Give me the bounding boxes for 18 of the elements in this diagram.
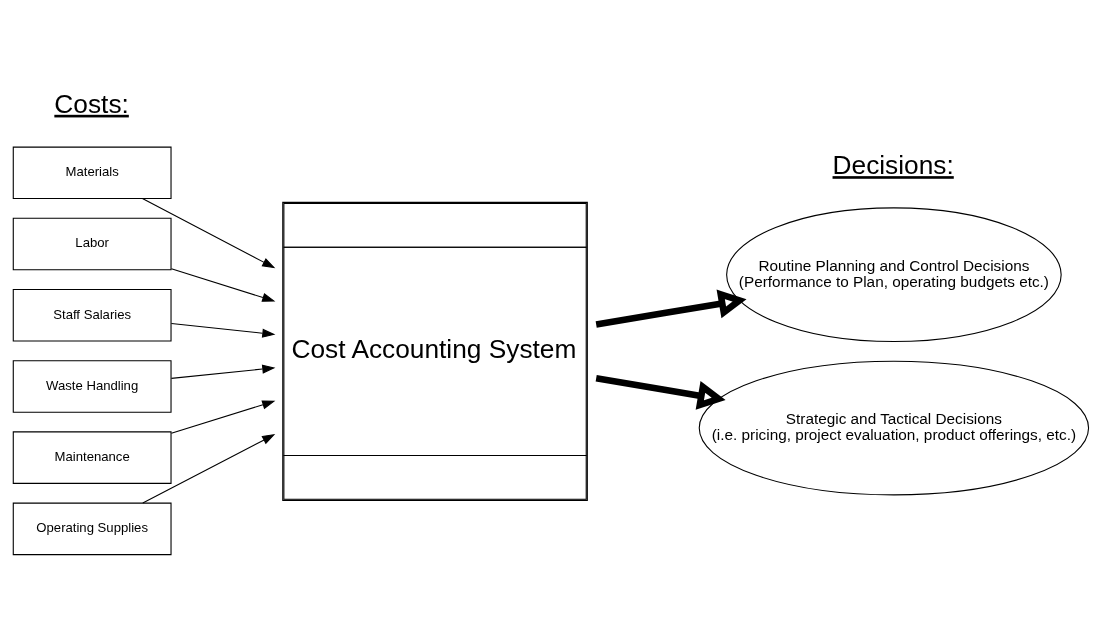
arrow	[595, 375, 726, 410]
label: Costs:	[54, 88, 129, 119]
arrow	[170, 268, 276, 302]
node-box: Materials	[12, 146, 172, 200]
node-box: Maintenance	[12, 431, 172, 484]
arrow	[141, 198, 276, 269]
node-ellipse: Strategic and Tactical Decisions (i.e. pricing, project evaluation, product offerings, etc.)	[698, 360, 1090, 496]
node-box: Labor	[12, 217, 172, 271]
arrow	[170, 400, 276, 434]
arrow	[170, 323, 276, 338]
arrow	[595, 289, 747, 328]
node-box: Waste Handling	[12, 360, 172, 413]
node-box: Staff Salaries	[12, 288, 172, 342]
label: Decisions:	[832, 150, 954, 181]
arrow	[170, 364, 276, 379]
node-ellipse: Routine Planning and Control Decisions (Performance to Plan, operating budgets etc.)	[726, 207, 1062, 343]
arrow	[142, 434, 276, 504]
node-box: Operating Supplies	[12, 502, 172, 556]
